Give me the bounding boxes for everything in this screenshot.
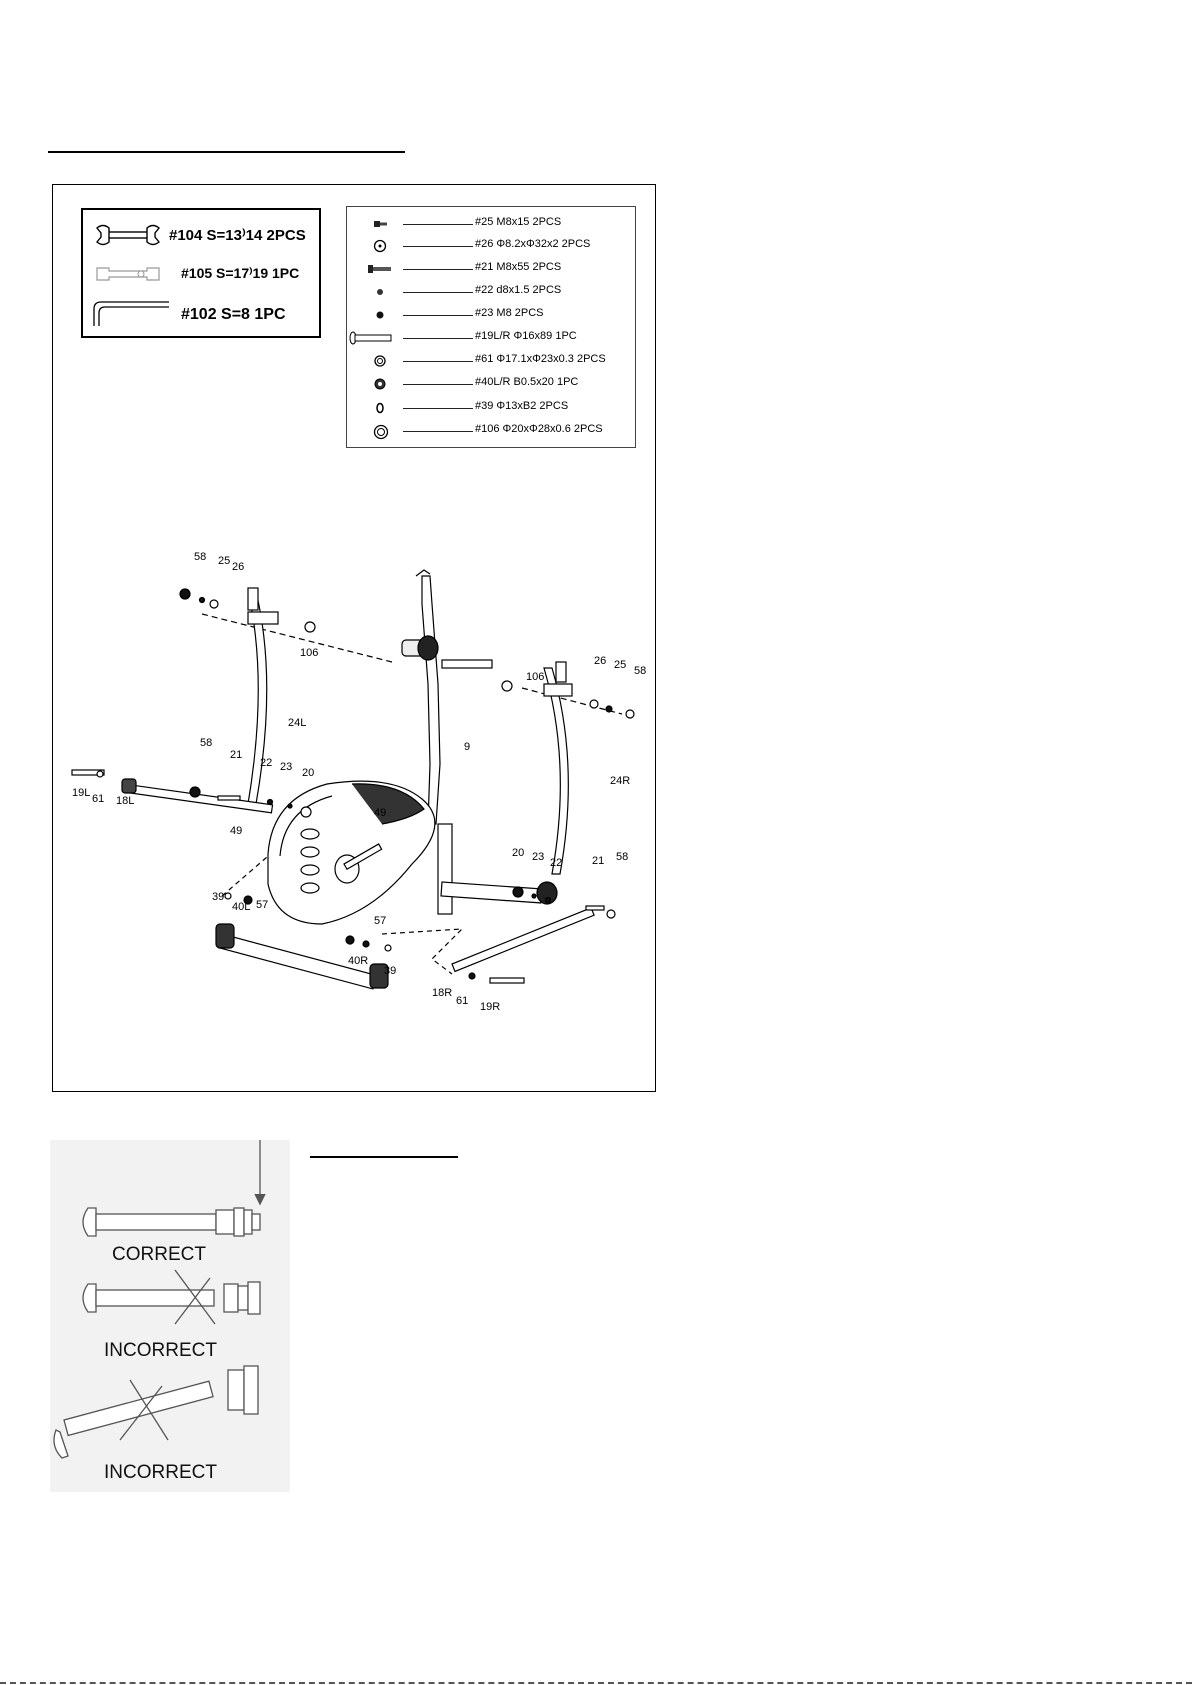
ring-icon (373, 401, 389, 420)
hardware-row-26: #26 Φ8.2xΦ32x2 2PCS (347, 235, 637, 257)
part-callout-18l: 18L (116, 795, 134, 807)
tool-label-105: #105 S=17⁾19 1PC (181, 265, 300, 281)
part-callout-24l: 24L (288, 717, 306, 729)
part-callout-22: 22 (550, 857, 562, 869)
part-callout-19l: 19L (72, 787, 90, 799)
part-callout-39: 39 (212, 891, 224, 903)
incorrect-label-2: INCORRECT (104, 1462, 217, 1483)
double-open-end-wrench-icon (95, 224, 161, 251)
part-callout-25: 25 (218, 555, 230, 567)
tool-label-104: #104 S=13⁾14 2PCS (169, 227, 306, 244)
spring-washer-icon (373, 285, 389, 303)
part-callout-24r: 24R (610, 775, 630, 787)
part-callout-40r: 40R (348, 955, 368, 967)
allen-key-icon (91, 298, 171, 333)
part-callout-19r: 19R (480, 1001, 500, 1013)
bolt-icon (373, 217, 389, 235)
part-callout-39: 39 (384, 965, 396, 977)
bushing-icon (373, 377, 389, 396)
part-callout-61: 61 (456, 995, 468, 1007)
hardware-row-39: #39 Φ13xB2 2PCS (347, 397, 637, 419)
bolt-installation-inset: CORRECT INCORRECT INCORRECT (50, 1140, 290, 1492)
part-callout-18r: 18R (432, 987, 452, 999)
part-callout-9: 9 (464, 741, 470, 753)
part-callout-20: 20 (302, 767, 314, 779)
long-bolt-icon (367, 262, 393, 280)
open-end-wrench-icon (95, 263, 161, 290)
part-callout-49: 49 (230, 825, 242, 837)
part-callout-20: 20 (512, 847, 524, 859)
section-heading-rule (48, 151, 405, 153)
subsection-heading-rule (310, 1156, 458, 1158)
hardware-row-61: #61 Φ17.1xΦ23x0.3 2PCS (347, 350, 637, 372)
washer-icon (373, 239, 389, 258)
part-callout-58: 58 (634, 665, 646, 677)
hardware-row-19: #19L/R Φ16x89 1PC (347, 327, 637, 349)
part-callout-106: 106 (300, 647, 318, 659)
part-callout-58: 58 (194, 551, 206, 563)
part-callout-49: 49 (374, 807, 386, 819)
hardware-row-40: #40L/R B0.5x20 1PC (347, 373, 637, 395)
incorrect-label-1: INCORRECT (104, 1340, 217, 1361)
part-callout-21: 21 (592, 855, 604, 867)
hardware-row-21: #21 M8x55 2PCS (347, 258, 637, 280)
axle-bolt-icon (349, 331, 393, 350)
tool-label-102: #102 S=8 1PC (181, 306, 286, 323)
hardware-row-22: #22 d8x1.5 2PCS (347, 281, 637, 303)
part-callout-106: 106 (526, 671, 544, 683)
part-callout-57: 57 (256, 899, 268, 911)
hardware-list-box: #25 M8x15 2PCS #26 Φ8.2xΦ32x2 2PCS #21 M… (346, 206, 636, 448)
part-callout-26: 26 (232, 561, 244, 573)
part-callout-25: 25 (614, 659, 626, 671)
correct-label: CORRECT (112, 1244, 206, 1265)
tools-box: #104 S=13⁾14 2PCS #105 S=17⁾19 1PC #102 … (81, 208, 321, 338)
large-washer-icon (373, 424, 391, 445)
hardware-row-106: #106 Φ20xΦ28x0.6 2PCS (347, 420, 637, 442)
part-callout-61: 61 (92, 793, 104, 805)
bolt-installation-drawing (53, 1140, 266, 1459)
hardware-row-23: #23 M8 2PCS (347, 304, 637, 326)
hardware-row-25: #25 M8x15 2PCS (347, 213, 637, 235)
page-bottom-edge (0, 1682, 1192, 1684)
exploded-diagram-frame (52, 184, 656, 1092)
part-callout-22: 22 (260, 757, 272, 769)
part-callout-23: 23 (280, 761, 292, 773)
part-callout-26: 26 (594, 655, 606, 667)
part-callout-23: 23 (532, 851, 544, 863)
part-callout-40l: 40L (232, 901, 250, 913)
part-callout-58: 58 (200, 737, 212, 749)
thin-washer-icon (373, 354, 389, 373)
part-callout-58: 58 (616, 851, 628, 863)
nut-icon (373, 308, 389, 326)
part-callout-57: 57 (374, 915, 386, 927)
part-callout-21: 21 (230, 749, 242, 761)
